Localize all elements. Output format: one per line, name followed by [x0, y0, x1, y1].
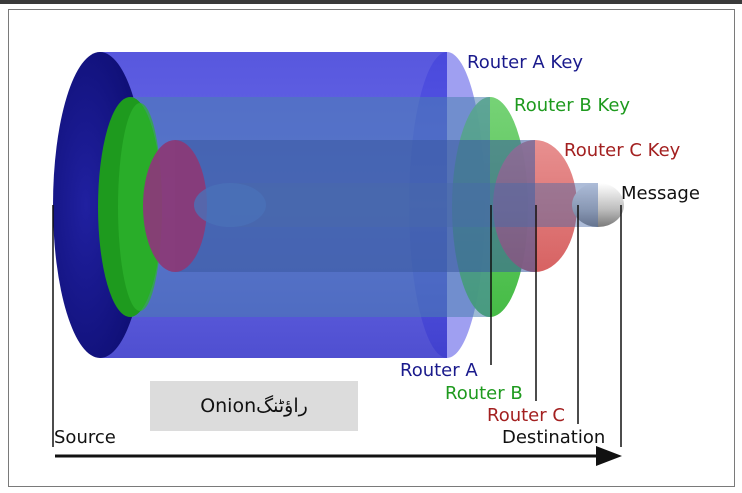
top-bar — [0, 0, 742, 4]
marker-lines — [52, 205, 622, 447]
router-a-label: Router A — [400, 360, 478, 381]
router-c-key-label: Router C Key — [564, 140, 681, 161]
message-layer — [194, 183, 624, 227]
caption-text: Onionراؤٹنگ — [200, 395, 308, 417]
router-b-label: Router B — [445, 383, 523, 404]
router-b-key-label: Router B Key — [514, 95, 631, 116]
router-c-label: Router C — [487, 405, 565, 426]
caption-box: Onionراؤٹنگ — [150, 381, 358, 431]
router-a-key-label: Router A Key — [467, 52, 584, 73]
direction-arrow — [55, 446, 622, 466]
diagram-border — [8, 9, 735, 487]
source-label: Source — [54, 427, 116, 448]
destination-label: Destination — [502, 427, 606, 448]
message-label: Message — [621, 183, 700, 204]
